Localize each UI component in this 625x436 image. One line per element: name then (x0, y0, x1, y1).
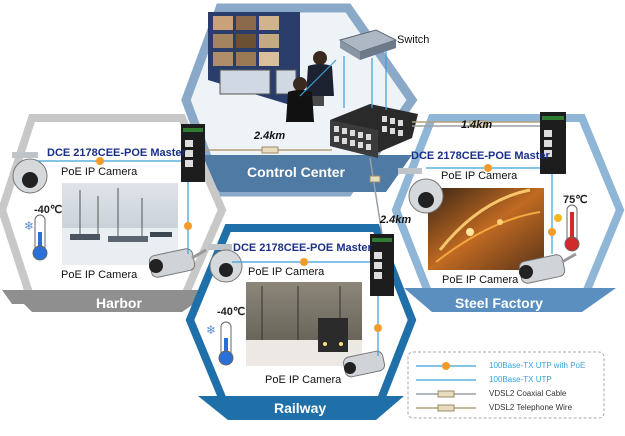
steel-factory-photo (428, 188, 544, 270)
railway-master-label: DCE 2178CEE-POE Master (233, 242, 372, 254)
harbor-bullet-camera (148, 248, 207, 278)
railway-bullet-camera (342, 350, 386, 378)
harbor-master-label: DCE 2178CEE-POE Master (47, 147, 186, 159)
railway-dome-camera (208, 244, 243, 283)
switch-device (338, 29, 398, 60)
steel-camera-top-label: PoE IP Camera (441, 170, 518, 182)
operators (286, 51, 334, 122)
railway-camera-bottom-label: PoE IP Camera (265, 374, 342, 386)
svg-text:❄: ❄ (24, 219, 34, 233)
harbor-thermometer: ❄ (24, 214, 48, 261)
steel-dome-camera (398, 168, 444, 214)
steel-factory-title: Steel Factory (455, 295, 543, 311)
central-vdsl-chassis (330, 104, 418, 158)
railway-title: Railway (274, 400, 327, 416)
monitor-wall (208, 12, 324, 108)
switch-label: Switch (397, 34, 430, 46)
railway-camera-top-label: PoE IP Camera (248, 266, 325, 278)
railway-temperature: -40℃ (217, 306, 246, 318)
steel-link-distance: 1.4km (461, 119, 493, 131)
railway-master-device (370, 234, 394, 296)
harbor-temperature: -40℃ (34, 204, 63, 216)
legend-telephone-label: VDSL2 Telephone Wire (489, 403, 573, 412)
harbor-master-device (181, 124, 205, 182)
svg-text:❄: ❄ (206, 323, 216, 337)
steel-master-device (540, 112, 566, 174)
legend (407, 351, 605, 419)
steel-thermometer (554, 204, 580, 252)
steel-camera-bottom-label: PoE IP Camera (442, 274, 519, 286)
legend-coax-label: VDSL2 Coaxial Cable (489, 389, 567, 398)
harbor-camera-bottom-label: PoE IP Camera (61, 269, 138, 281)
harbor-camera-top-label: PoE IP Camera (61, 166, 138, 178)
harbor-link-distance: 2.4km (254, 130, 286, 142)
railway-photo (246, 282, 362, 366)
steel-master-label: DCE 2178CEE-POE Master (411, 150, 550, 162)
railway-thermometer: ❄ (206, 321, 234, 366)
railway-link-distance: 2.4km (380, 214, 412, 226)
harbor-photo (62, 183, 178, 265)
control-center-title: Control Center (247, 164, 345, 180)
steel-bullet-camera (518, 252, 577, 284)
harbor-title: Harbor (96, 295, 142, 311)
legend-utp-poe-label: 100Base-TX UTP with PoE (489, 361, 586, 370)
legend-utp-label: 100Base-TX UTP (489, 375, 552, 384)
steel-temperature: 75℃ (563, 194, 588, 206)
harbor-dome-camera (12, 152, 48, 194)
network-links (38, 50, 556, 356)
legend-node-poe (442, 362, 450, 370)
